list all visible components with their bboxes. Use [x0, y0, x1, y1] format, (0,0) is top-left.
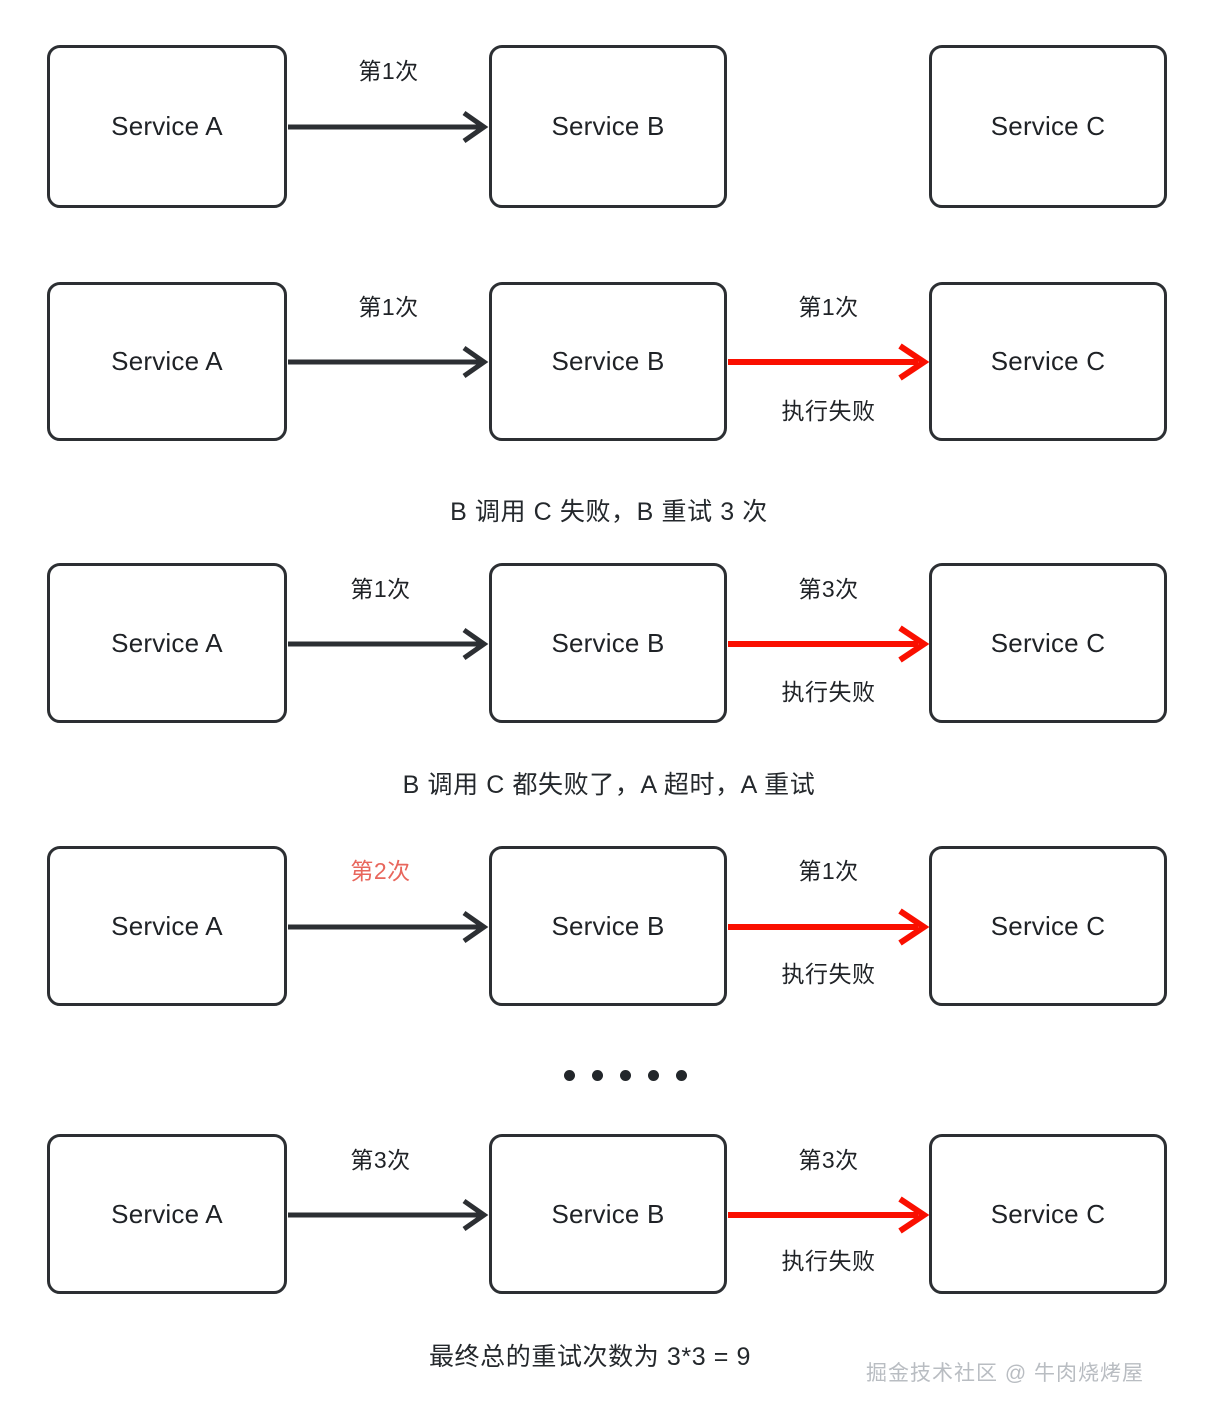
edge-label-a-b-row-4: 第2次 — [350, 858, 411, 884]
service-a-label: Service A — [111, 111, 223, 141]
service-a-label: Service A — [111, 910, 223, 941]
caption-2: B 调用 C 都失败了，A 超时，A 重试 — [402, 771, 816, 799]
service-b-label: Service B — [551, 910, 665, 941]
edge-label-b-c-row-2: 第1次 — [798, 294, 859, 320]
service-c-label: Service C — [990, 111, 1106, 141]
service-b-label: Service B — [551, 111, 665, 141]
ellipsis-dot — [564, 1070, 575, 1081]
service-c-box-row-4: Service C — [929, 846, 1167, 1006]
service-b-label: Service B — [551, 627, 665, 658]
service-b-box-row-4: Service B — [489, 846, 727, 1006]
caption-1: B 调用 C 失败，B 重试 3 次 — [450, 498, 768, 526]
service-a-label: Service A — [111, 627, 223, 658]
service-a-label: Service A — [111, 1198, 223, 1229]
ellipsis-dot — [592, 1070, 603, 1081]
arrow-b-to-c-failure-row-5 — [728, 1195, 930, 1235]
edge-label-b-c-row-5: 第3次 — [798, 1147, 859, 1173]
arrow-a-to-b-row-5 — [288, 1195, 489, 1235]
edge-sublabel-b-c-row-4: 执行失败 — [781, 961, 876, 987]
caption-3: 最终总的重试次数为 3*3 = 9 — [428, 1343, 752, 1371]
service-a-box-row-1: Service A — [47, 45, 287, 208]
arrow-a-to-b-row-1 — [288, 107, 489, 147]
edge-label-b-c-row-3: 第3次 — [798, 576, 859, 602]
edge-label-a-b-row-2: 第1次 — [358, 294, 419, 320]
edge-label-b-c-row-4: 第1次 — [798, 858, 859, 884]
arrow-b-to-c-failure-row-2 — [728, 342, 930, 382]
service-b-box-row-2: Service B — [489, 282, 727, 441]
edge-sublabel-b-c-row-2: 执行失败 — [781, 398, 876, 424]
watermark-text: 掘金技术社区 @ 牛肉烧烤屋 — [866, 1362, 1144, 1385]
service-a-box-row-4: Service A — [47, 846, 287, 1006]
service-b-label: Service B — [551, 346, 665, 376]
service-c-box-row-5: Service C — [929, 1134, 1167, 1294]
service-c-label: Service C — [990, 910, 1106, 941]
service-c-box-row-1: Service C — [929, 45, 1167, 208]
ellipsis-dot — [676, 1070, 687, 1081]
edge-label-a-b-row-1: 第1次 — [358, 58, 419, 84]
service-b-box-row-3: Service B — [489, 563, 727, 723]
service-c-box-row-3: Service C — [929, 563, 1167, 723]
ellipsis-dot — [620, 1070, 631, 1081]
service-a-box-row-2: Service A — [47, 282, 287, 441]
service-a-box-row-3: Service A — [47, 563, 287, 723]
service-c-label: Service C — [990, 627, 1106, 658]
service-c-label: Service C — [990, 1198, 1106, 1229]
edge-sublabel-b-c-row-5: 执行失败 — [781, 1248, 876, 1274]
service-b-box-row-5: Service B — [489, 1134, 727, 1294]
edge-label-a-b-row-5: 第3次 — [350, 1147, 411, 1173]
service-b-box-row-1: Service B — [489, 45, 727, 208]
edge-sublabel-b-c-row-3: 执行失败 — [781, 679, 876, 705]
service-b-label: Service B — [551, 1198, 665, 1229]
arrow-b-to-c-failure-row-3 — [728, 624, 930, 664]
ellipsis-dots — [564, 1070, 687, 1081]
service-a-box-row-5: Service A — [47, 1134, 287, 1294]
service-c-box-row-2: Service C — [929, 282, 1167, 441]
service-c-label: Service C — [990, 346, 1106, 376]
arrow-b-to-c-failure-row-4 — [728, 907, 930, 947]
service-a-label: Service A — [111, 346, 223, 376]
ellipsis-dot — [648, 1070, 659, 1081]
arrow-a-to-b-row-2 — [288, 342, 489, 382]
edge-label-a-b-row-3: 第1次 — [350, 576, 411, 602]
arrow-a-to-b-row-4 — [288, 907, 489, 947]
arrow-a-to-b-row-3 — [288, 624, 489, 664]
